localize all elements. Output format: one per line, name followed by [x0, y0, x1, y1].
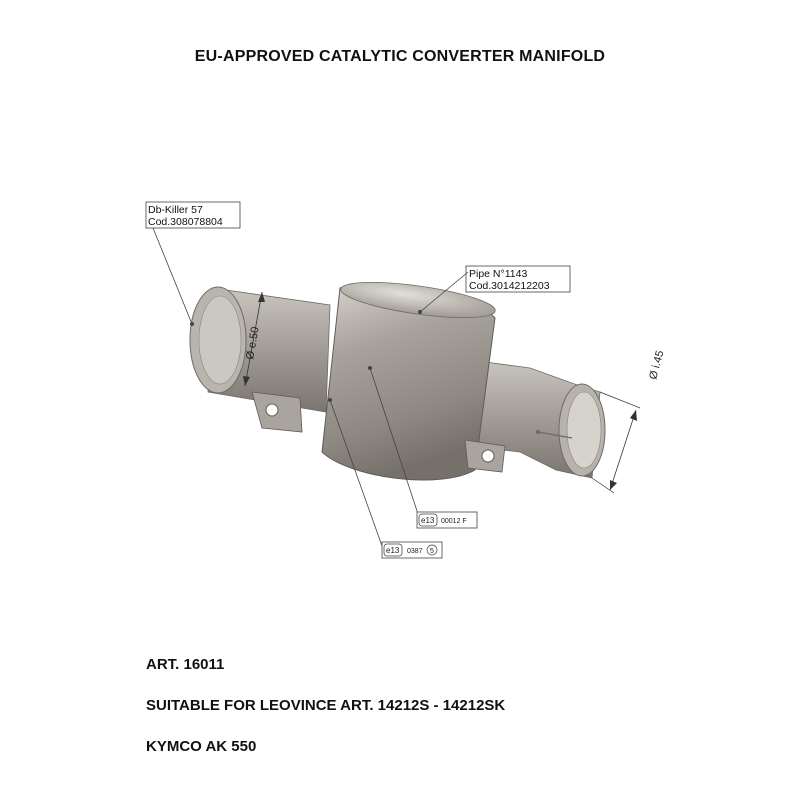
db-killer-code: Cod.308078804	[148, 216, 223, 228]
mounting-bracket-right	[464, 439, 506, 473]
mounting-bracket-left	[251, 391, 303, 433]
pipe-code: Cod.3014212203	[469, 280, 550, 292]
callout-pipe: Pipe N°1143 Cod.3014212203	[418, 265, 571, 314]
inlet-pipe	[189, 286, 331, 413]
approval-mark-1: e13 00012 F	[368, 366, 478, 529]
catalyst-body	[321, 281, 496, 481]
vehicle-model: KYMCO AK 550	[146, 738, 257, 755]
approval-mark-2-symbol: e13	[386, 546, 400, 555]
approval-mark-2: e13 0387 5	[328, 398, 443, 559]
approval-mark-2-code: 0387	[407, 548, 423, 555]
approval-mark-1-symbol: e13	[421, 516, 435, 525]
inlet-diameter-label: Ø e.50	[244, 326, 262, 361]
article-number: ART. 16011	[146, 656, 225, 673]
page-title: EU-APPROVED CATALYTIC CONVERTER MANIFOLD	[194, 48, 606, 65]
compatibility-text: SUITABLE FOR LEOVINCE ART. 14212S - 1421…	[146, 697, 506, 714]
approval-mark-2-circled: 5	[430, 548, 434, 555]
approval-mark-1-code: 00012 F	[441, 518, 467, 525]
callout-db-killer: Db-Killer 57 Cod.308078804	[145, 201, 241, 326]
dimension-inlet-diameter: Ø e.50	[243, 291, 265, 387]
pipe-name: Pipe N°1143	[469, 268, 527, 280]
outlet-diameter-label: Ø i.45	[647, 349, 666, 380]
db-killer-name: Db-Killer 57	[148, 204, 203, 216]
